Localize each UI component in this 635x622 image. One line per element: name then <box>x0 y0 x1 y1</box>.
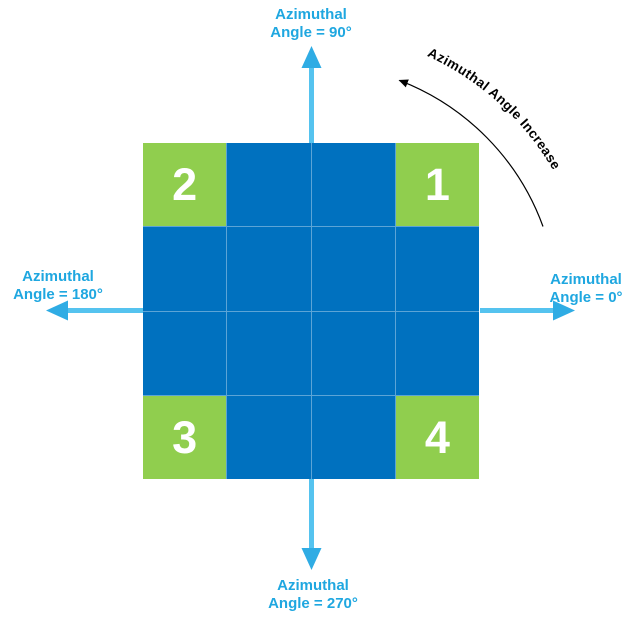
azimuth-90-label-line1: Azimuthal <box>275 6 347 23</box>
quadrant-number: 3 <box>172 411 198 463</box>
grid: 2 1 3 4 <box>143 143 479 479</box>
azimuth-0-label-line2: Angle = 0° <box>549 289 623 307</box>
grid-cell-quadrant-1: 1 <box>395 143 479 227</box>
grid-cell <box>227 395 311 479</box>
quadrant-number: 2 <box>172 159 198 211</box>
grid-cell <box>311 311 395 395</box>
azimuth-180-label-line1: Azimuthal <box>22 268 94 285</box>
grid-cell <box>311 227 395 311</box>
rotation-direction-arrow-icon <box>398 79 544 227</box>
azimuth-90-label: Azimuthal Angle = 90° <box>270 6 351 43</box>
rotation-annotation-text: Azimuthal Angle Increase <box>426 45 564 172</box>
grid-cell-quadrant-2: 2 <box>143 143 227 227</box>
azimuth-0-label: Azimuthal Angle = 0° <box>549 271 622 308</box>
quadrant-number: 1 <box>424 159 450 211</box>
quadrant-number: 4 <box>424 411 450 463</box>
grid-cell-quadrant-3: 3 <box>143 395 227 479</box>
down-arrow-icon <box>301 479 322 570</box>
azimuth-270-label-line2: Angle = 270° <box>268 595 358 613</box>
azimuth-90-label-line2: Angle = 90° <box>270 24 352 42</box>
left-arrow-icon <box>46 300 143 321</box>
right-arrow-icon <box>480 300 575 321</box>
grid-cell <box>227 143 311 227</box>
grid-cell <box>311 395 395 479</box>
azimuth-180-label: Azimuthal Angle = 180° <box>13 268 103 305</box>
grid-cell <box>395 311 479 395</box>
grid-cell <box>311 143 395 227</box>
azimuth-270-label: Azimuthal Angle = 270° <box>268 577 358 614</box>
grid-cell-quadrant-4: 4 <box>395 395 479 479</box>
grid-cell <box>143 227 227 311</box>
azimuth-0-label-line1: Azimuthal <box>550 271 622 288</box>
up-arrow-icon <box>301 46 322 143</box>
grid-cell <box>395 227 479 311</box>
azimuth-180-label-line2: Angle = 180° <box>13 286 103 304</box>
grid-cell <box>227 227 311 311</box>
azimuth-270-label-line1: Azimuthal <box>277 577 349 594</box>
grid-cell <box>143 311 227 395</box>
grid-cell <box>227 311 311 395</box>
